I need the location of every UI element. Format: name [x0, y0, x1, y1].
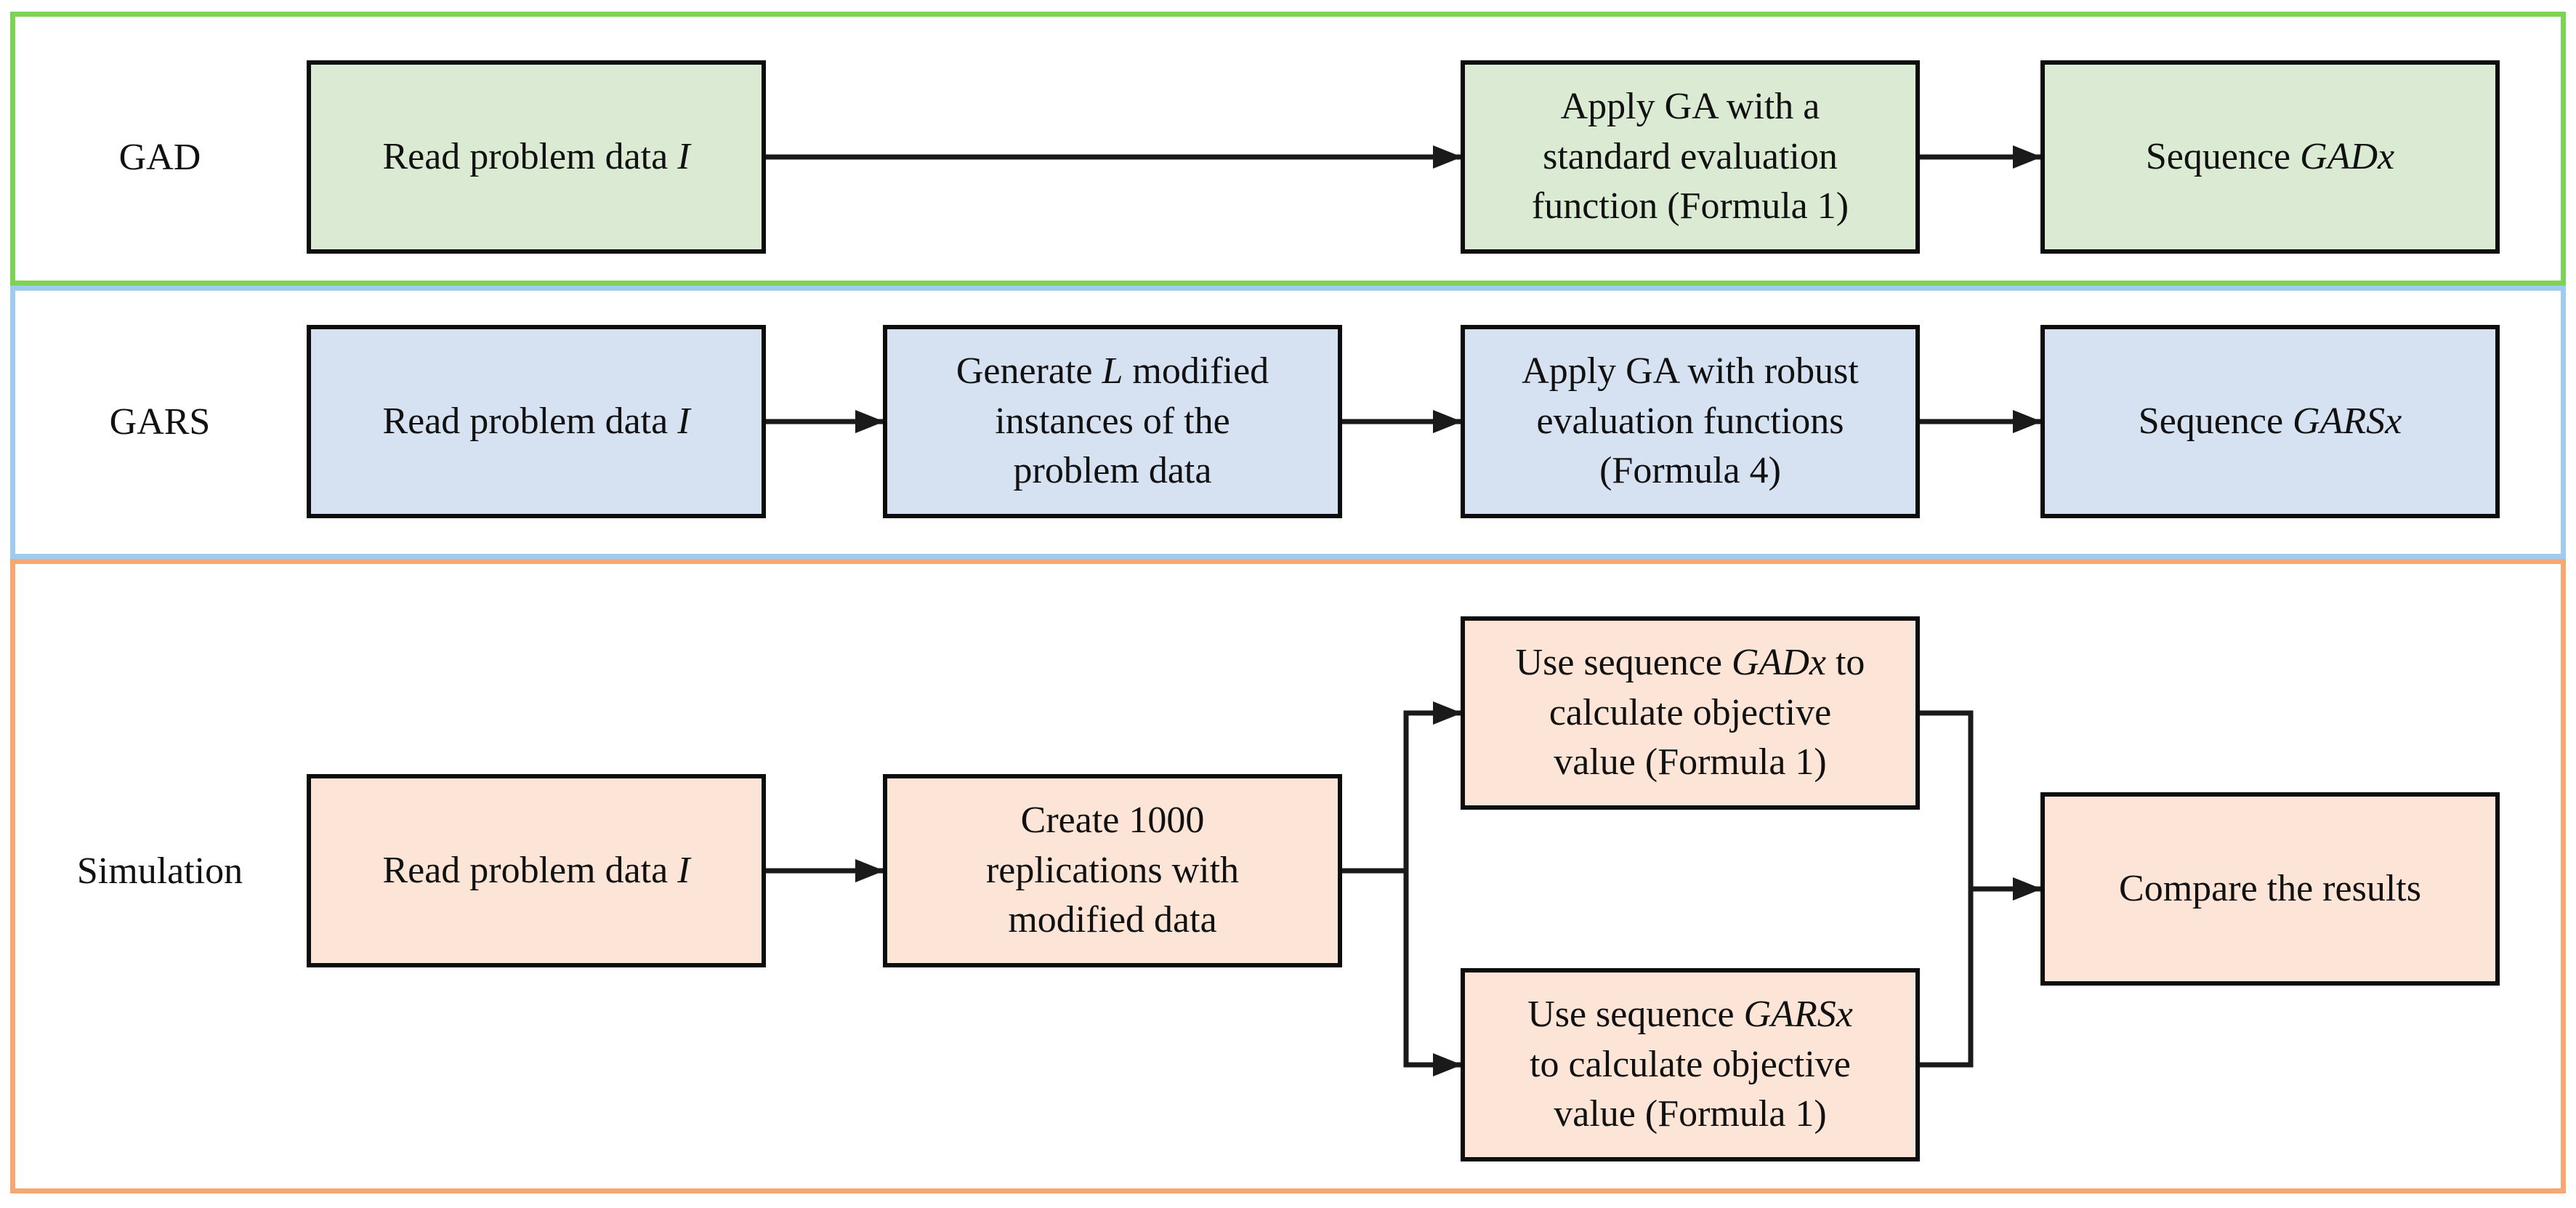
flow-box-gad-read-problem-data: Read problem data I: [307, 60, 766, 254]
lane-label-simulation: Simulation: [76, 850, 243, 892]
lane-sim-frame: [10, 559, 2566, 1193]
flow-box-sim-read-problem-data: Read problem data I: [307, 774, 766, 967]
lane-label-gars: GARS: [109, 400, 211, 443]
flow-box-gars-read-problem-data: Read problem data I: [307, 325, 766, 518]
flow-box-sim-compare-results: Compare the results: [2040, 792, 2500, 986]
flow-box-gad-sequence-gadx: Sequence GADx: [2040, 60, 2500, 254]
lane-label-gad: GAD: [118, 136, 201, 178]
lane-gad-frame: [10, 12, 2566, 286]
flow-box-gars-sequence-garsx: Sequence GARSx: [2040, 325, 2500, 518]
lane-gars-frame: [10, 286, 2566, 559]
